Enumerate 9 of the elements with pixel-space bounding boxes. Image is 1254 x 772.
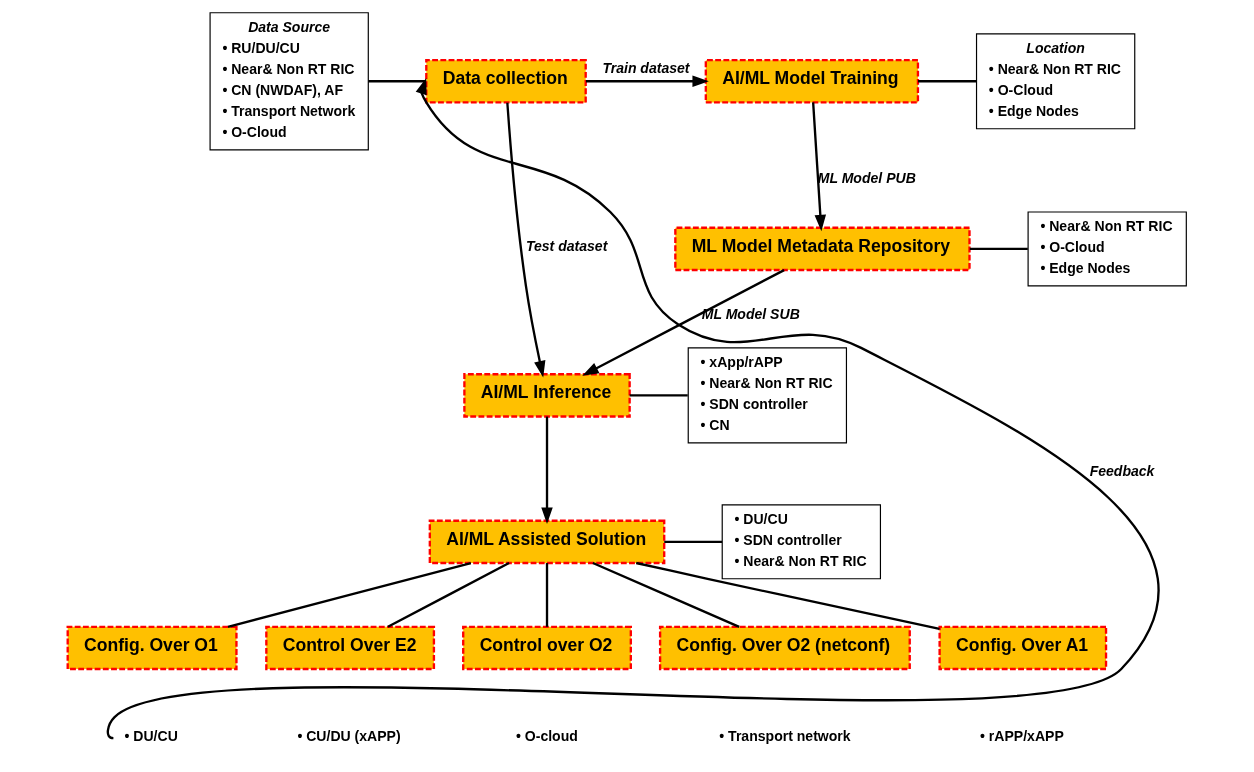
label: • CU/DU (xAPP) bbox=[297, 727, 401, 744]
label: • Transport network bbox=[719, 727, 851, 744]
edge-label: Train dataset bbox=[602, 59, 690, 76]
label: • O-cloud bbox=[515, 727, 578, 744]
edge-label: ML Model PUB bbox=[817, 170, 916, 187]
edge-label: Feedback bbox=[1089, 463, 1155, 480]
label: • rAPP/xAPP bbox=[980, 727, 1064, 744]
edge-label: Test dataset bbox=[525, 238, 608, 255]
node-text: • DU/CU bbox=[124, 727, 178, 744]
